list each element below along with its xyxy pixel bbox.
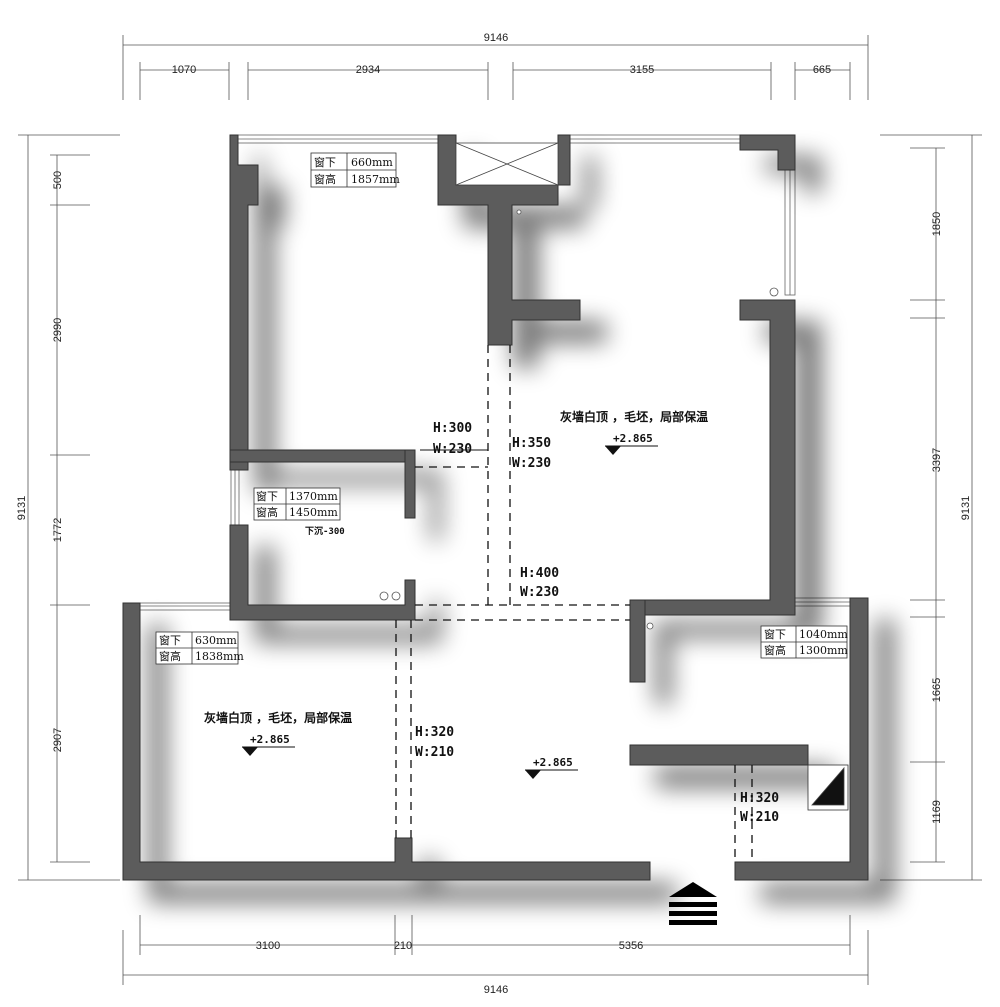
- win2-sill-value: 1370mm: [289, 490, 338, 503]
- elevation-marker-1: +2.865: [605, 432, 658, 455]
- beam1-height: H:300: [433, 421, 472, 436]
- drain-icon: [769, 287, 779, 297]
- drain-icon: [516, 209, 522, 215]
- wall-stub-mid: [404, 449, 416, 519]
- elevation-text-3: +2.865: [533, 756, 573, 769]
- beam5-width: W:210: [740, 810, 779, 825]
- beam5-height: H:320: [740, 791, 779, 806]
- dim-top-2: 2934: [356, 64, 380, 76]
- dim-left-total: 9131: [16, 496, 28, 520]
- wall-mid-right: [629, 744, 809, 766]
- beam2-height: H:350: [512, 436, 551, 451]
- dim-left-2: 2990: [52, 318, 64, 342]
- drain-icon: [379, 591, 389, 601]
- win2-height-value: 1450mm: [289, 506, 338, 519]
- wall-bottom-right: [734, 597, 869, 881]
- drain-icon: [391, 591, 401, 601]
- beam3-width: W:230: [520, 585, 559, 600]
- dim-bottom-2: 210: [394, 940, 412, 952]
- dim-top-1: 1070: [172, 64, 196, 76]
- win4-sill-label: 窗下: [764, 627, 786, 641]
- beam1-width: W:230: [433, 442, 472, 457]
- dimension-lines: [18, 35, 982, 985]
- walls: [122, 134, 869, 881]
- dimension-labels: 9146 1070 2934 3155 665 9146 3100 210 53…: [16, 32, 972, 996]
- dim-bottom-3: 5356: [619, 940, 643, 952]
- win4-height-label: 窗高: [764, 643, 786, 657]
- window-label-4: 窗下 1040mm 窗高 1300mm: [760, 625, 848, 659]
- dim-right-total: 9131: [960, 496, 972, 520]
- wall-bedroom-bottom: [229, 449, 416, 463]
- dim-top-total: 9146: [484, 32, 508, 44]
- win3-height-value: 1838mm: [195, 650, 244, 663]
- win4-sill-value: 1040mm: [799, 628, 848, 641]
- elevation-text-2: +2.865: [250, 733, 290, 746]
- beam2-width: W:230: [512, 456, 551, 471]
- room-note-1: 灰墙白顶 ，毛坯，局部保温: [560, 409, 708, 424]
- wall-top-right: [739, 134, 796, 171]
- win2-height-label: 窗高: [256, 505, 278, 519]
- win3-sill-label: 窗下: [159, 633, 181, 647]
- beam-lines: [395, 345, 753, 862]
- drop-note: 下沉-300: [305, 525, 345, 537]
- elevation-text-1: +2.865: [613, 432, 653, 445]
- drain-icon: [646, 622, 654, 630]
- dim-top-4: 665: [813, 64, 831, 76]
- beam3-height: H:400: [520, 566, 559, 581]
- win4-height-value: 1300mm: [799, 644, 848, 657]
- dim-left-4: 2907: [52, 728, 64, 752]
- window-label-3: 窗下 630mm 窗高 1838mm: [155, 631, 244, 665]
- beam-labels: H:300 W:230 H:350 W:230 H:400 W:230 H:32…: [415, 421, 779, 825]
- beam4-width: W:210: [415, 745, 454, 760]
- dim-top-3: 3155: [630, 64, 654, 76]
- win3-sill-value: 630mm: [195, 634, 237, 647]
- beam4-height: H:320: [415, 725, 454, 740]
- dim-right-3: 1665: [931, 678, 943, 702]
- win3-height-label: 窗高: [159, 649, 181, 663]
- wall-join: [229, 461, 249, 471]
- wall-right-living: [629, 299, 796, 616]
- elevation-marker-3: +2.865: [525, 756, 578, 779]
- shaft: [455, 142, 849, 811]
- room-note-2: 灰墙白顶 ，毛坯，局部保温: [204, 710, 352, 725]
- win1-height-label: 窗高: [314, 172, 336, 186]
- window-openings: [139, 134, 851, 611]
- dim-left-1: 500: [52, 171, 64, 189]
- wall-bottom-left: [122, 602, 651, 881]
- dim-left-3: 1772: [52, 518, 64, 542]
- dim-bottom-1: 3100: [256, 940, 280, 952]
- wall-hall-vert: [629, 599, 646, 683]
- win1-sill-label: 窗下: [314, 155, 336, 169]
- dim-bottom-total: 9146: [484, 984, 508, 996]
- wall-small-room: [229, 524, 416, 621]
- dim-right-2: 3397: [931, 448, 943, 472]
- room-notes: 灰墙白顶 ，毛坯，局部保温 灰墙白顶 ，毛坯，局部保温 下沉-300: [204, 409, 708, 725]
- window-label-1: 窗下 660mm 窗高 1857mm: [310, 152, 400, 188]
- stair-triangle: [811, 766, 845, 806]
- elevation-marker-2: +2.865: [242, 733, 295, 756]
- drain-icons: [379, 209, 779, 630]
- wall-left-upper: [229, 134, 259, 451]
- elevation-markers: +2.865 +2.865 +2.865: [242, 432, 658, 779]
- entrance-arrow-icon: [669, 882, 717, 925]
- win1-height-value: 1857mm: [351, 173, 400, 186]
- win1-sill-value: 660mm: [351, 156, 393, 169]
- dim-right-4: 1169: [931, 800, 943, 824]
- win2-sill-label: 窗下: [256, 489, 278, 503]
- window-label-2: 窗下 1370mm 窗高 1450mm: [253, 487, 341, 521]
- dim-right-1: 1850: [931, 212, 943, 236]
